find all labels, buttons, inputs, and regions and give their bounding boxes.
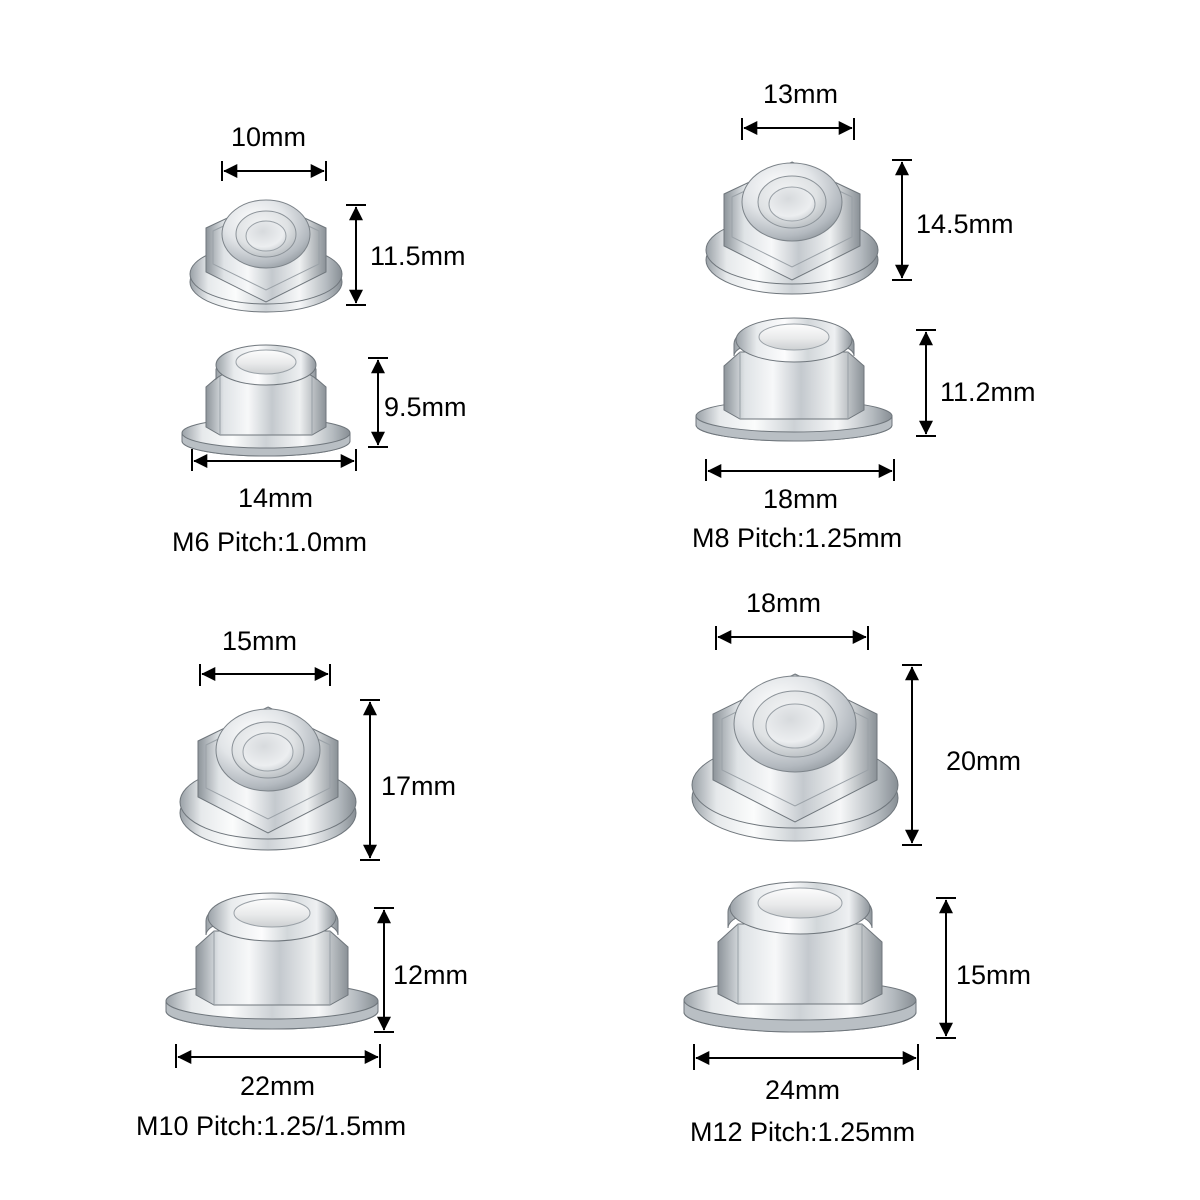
m10-side-height-dim	[374, 907, 394, 1033]
m12-top-view-nut	[691, 673, 899, 842]
group-m6: 10mm 11.5mm 9.5mm 14mm M6 Pitch:1.0mm	[0, 0, 600, 600]
m12-top-height-dim	[902, 664, 922, 846]
m6-top-height-label: 11.5mm	[370, 241, 466, 271]
m10-top-height-dim	[360, 699, 380, 861]
m6-side-width-dim	[191, 449, 357, 471]
m6-side-view-nut	[181, 344, 351, 457]
m12-top-width-label: 18mm	[746, 588, 822, 618]
m8-side-view-nut	[695, 317, 893, 442]
m12-side-width-dim	[693, 1044, 919, 1070]
m6-top-height-dim	[346, 204, 366, 306]
m6-caption: M6 Pitch:1.0mm	[172, 527, 368, 557]
group-m12: 18mm 20mm 15mm 24mm M12 Pitch:1.25mm	[600, 588, 1200, 1200]
m8-side-width-dim	[705, 459, 895, 481]
m8-side-height-label: 11.2mm	[940, 377, 1036, 407]
m8-caption: M8 Pitch:1.25mm	[692, 523, 903, 553]
m10-caption: M10 Pitch:1.25/1.5mm	[136, 1111, 407, 1141]
group-m8: 13mm 14.5mm 11.2mm 18mm M8 Pitch:1.25mm	[600, 0, 1200, 600]
m6-top-width-dim	[221, 161, 327, 181]
m8-top-width-label: 13mm	[763, 79, 839, 109]
m8-top-view-nut	[705, 161, 879, 295]
m8-top-height-dim	[892, 159, 912, 281]
m8-side-height-dim	[916, 329, 936, 437]
m12-caption: M12 Pitch:1.25mm	[690, 1117, 916, 1147]
m10-side-view-nut	[165, 892, 379, 1030]
m10-top-height-label: 17mm	[381, 771, 457, 801]
m8-side-width-label: 18mm	[763, 484, 839, 514]
m10-side-width-dim	[175, 1044, 381, 1068]
m12-side-height-dim	[936, 897, 956, 1039]
m10-side-height-label: 12mm	[393, 960, 469, 990]
m6-side-height-label: 9.5mm	[384, 392, 467, 422]
m6-side-width-label: 14mm	[238, 483, 314, 513]
m8-top-height-label: 14.5mm	[916, 209, 1014, 239]
m6-top-width-label: 10mm	[231, 122, 307, 152]
m12-side-height-label: 15mm	[956, 960, 1032, 990]
m6-side-height-dim	[368, 357, 388, 448]
m12-side-width-label: 24mm	[765, 1075, 841, 1105]
m10-top-view-nut	[179, 706, 357, 851]
m8-top-width-dim	[741, 118, 855, 140]
group-m10: 15mm 17mm 12mm 22mm M10 Pitch:1.25/1.5mm	[0, 600, 600, 1200]
m12-top-height-label: 20mm	[946, 746, 1022, 776]
m12-top-width-dim	[715, 626, 869, 650]
m10-top-width-label: 15mm	[222, 626, 298, 656]
m6-top-view-nut	[189, 199, 343, 313]
m12-side-view-nut	[683, 881, 917, 1033]
m10-top-width-dim	[199, 664, 331, 686]
m10-side-width-label: 22mm	[240, 1071, 316, 1101]
